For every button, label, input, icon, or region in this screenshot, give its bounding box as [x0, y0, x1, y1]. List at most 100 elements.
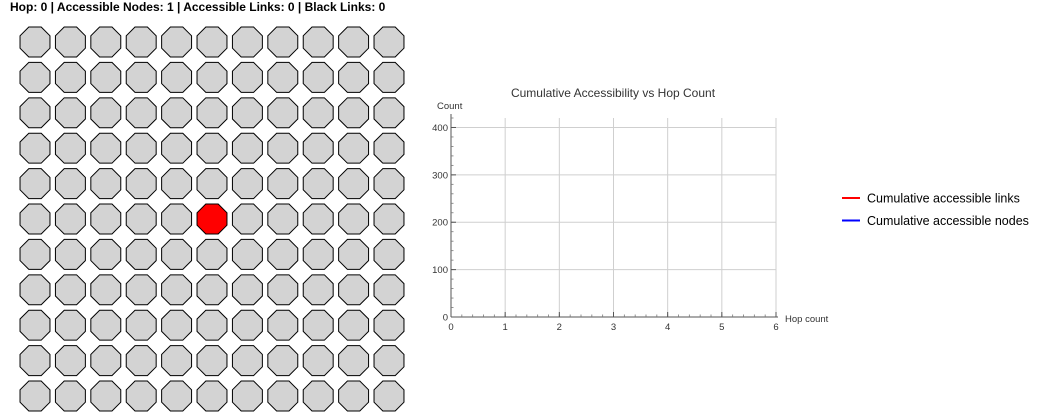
grid-node[interactable]	[125, 203, 157, 235]
grid-node[interactable]	[302, 26, 334, 58]
grid-node[interactable]	[19, 97, 51, 129]
grid-node[interactable]	[231, 203, 263, 235]
grid-node[interactable]	[373, 26, 405, 58]
grid-node[interactable]	[54, 380, 86, 412]
grid-node[interactable]	[54, 345, 86, 377]
grid-node[interactable]	[19, 203, 51, 235]
grid-node[interactable]	[231, 132, 263, 164]
grid-node[interactable]	[373, 345, 405, 377]
grid-node[interactable]	[19, 168, 51, 200]
grid-node[interactable]	[90, 345, 122, 377]
grid-node[interactable]	[196, 26, 228, 58]
node-grid[interactable]	[0, 0, 420, 419]
grid-node[interactable]	[54, 132, 86, 164]
grid-node[interactable]	[125, 132, 157, 164]
grid-node[interactable]	[302, 97, 334, 129]
grid-node[interactable]	[302, 380, 334, 412]
grid-node[interactable]	[267, 238, 299, 270]
grid-node[interactable]	[54, 26, 86, 58]
grid-node[interactable]	[338, 61, 370, 93]
grid-node[interactable]	[125, 26, 157, 58]
grid-node[interactable]	[90, 61, 122, 93]
grid-node[interactable]	[196, 132, 228, 164]
grid-node[interactable]	[54, 203, 86, 235]
grid-node[interactable]	[302, 238, 334, 270]
grid-node[interactable]	[231, 61, 263, 93]
grid-node[interactable]	[338, 309, 370, 341]
grid-node[interactable]	[161, 309, 193, 341]
grid-node[interactable]	[373, 309, 405, 341]
grid-node[interactable]	[161, 203, 193, 235]
grid-node[interactable]	[90, 309, 122, 341]
grid-node[interactable]	[90, 238, 122, 270]
grid-node[interactable]	[338, 274, 370, 306]
grid-node[interactable]	[161, 380, 193, 412]
grid-node[interactable]	[196, 309, 228, 341]
grid-node[interactable]	[231, 168, 263, 200]
grid-node[interactable]	[302, 168, 334, 200]
grid-node[interactable]	[267, 380, 299, 412]
grid-node[interactable]	[19, 61, 51, 93]
grid-node[interactable]	[125, 97, 157, 129]
grid-node-active[interactable]	[196, 203, 228, 235]
grid-node[interactable]	[161, 26, 193, 58]
grid-node[interactable]	[302, 274, 334, 306]
grid-node[interactable]	[267, 97, 299, 129]
grid-node[interactable]	[90, 380, 122, 412]
grid-node[interactable]	[125, 309, 157, 341]
grid-node[interactable]	[161, 238, 193, 270]
grid-node[interactable]	[302, 61, 334, 93]
grid-node[interactable]	[19, 345, 51, 377]
grid-node[interactable]	[267, 274, 299, 306]
grid-node[interactable]	[19, 26, 51, 58]
grid-node[interactable]	[373, 238, 405, 270]
grid-node[interactable]	[90, 26, 122, 58]
grid-node[interactable]	[373, 61, 405, 93]
grid-node[interactable]	[267, 132, 299, 164]
grid-node[interactable]	[196, 61, 228, 93]
grid-node[interactable]	[302, 203, 334, 235]
grid-node[interactable]	[54, 309, 86, 341]
grid-node[interactable]	[19, 238, 51, 270]
grid-node[interactable]	[373, 168, 405, 200]
grid-node[interactable]	[161, 168, 193, 200]
grid-node[interactable]	[267, 61, 299, 93]
grid-node[interactable]	[125, 238, 157, 270]
grid-node[interactable]	[90, 132, 122, 164]
grid-node[interactable]	[373, 380, 405, 412]
grid-node[interactable]	[90, 203, 122, 235]
grid-node[interactable]	[231, 345, 263, 377]
grid-node[interactable]	[302, 309, 334, 341]
grid-node[interactable]	[125, 345, 157, 377]
grid-node[interactable]	[196, 345, 228, 377]
grid-node[interactable]	[90, 168, 122, 200]
grid-node[interactable]	[125, 168, 157, 200]
grid-node[interactable]	[196, 168, 228, 200]
grid-node[interactable]	[19, 274, 51, 306]
grid-node[interactable]	[54, 61, 86, 93]
grid-node[interactable]	[338, 97, 370, 129]
grid-node[interactable]	[373, 132, 405, 164]
grid-node[interactable]	[231, 274, 263, 306]
grid-node[interactable]	[161, 132, 193, 164]
grid-node[interactable]	[54, 274, 86, 306]
grid-node[interactable]	[161, 345, 193, 377]
grid-node[interactable]	[267, 168, 299, 200]
grid-node[interactable]	[196, 97, 228, 129]
grid-node[interactable]	[196, 274, 228, 306]
grid-node[interactable]	[54, 97, 86, 129]
grid-node[interactable]	[125, 380, 157, 412]
grid-node[interactable]	[338, 203, 370, 235]
grid-node[interactable]	[338, 345, 370, 377]
grid-node[interactable]	[125, 61, 157, 93]
grid-node[interactable]	[196, 238, 228, 270]
grid-node[interactable]	[19, 309, 51, 341]
grid-node[interactable]	[161, 61, 193, 93]
grid-node[interactable]	[231, 380, 263, 412]
grid-node[interactable]	[338, 132, 370, 164]
grid-node[interactable]	[196, 380, 228, 412]
grid-node[interactable]	[302, 345, 334, 377]
grid-node[interactable]	[267, 345, 299, 377]
grid-node[interactable]	[338, 238, 370, 270]
grid-node[interactable]	[338, 26, 370, 58]
